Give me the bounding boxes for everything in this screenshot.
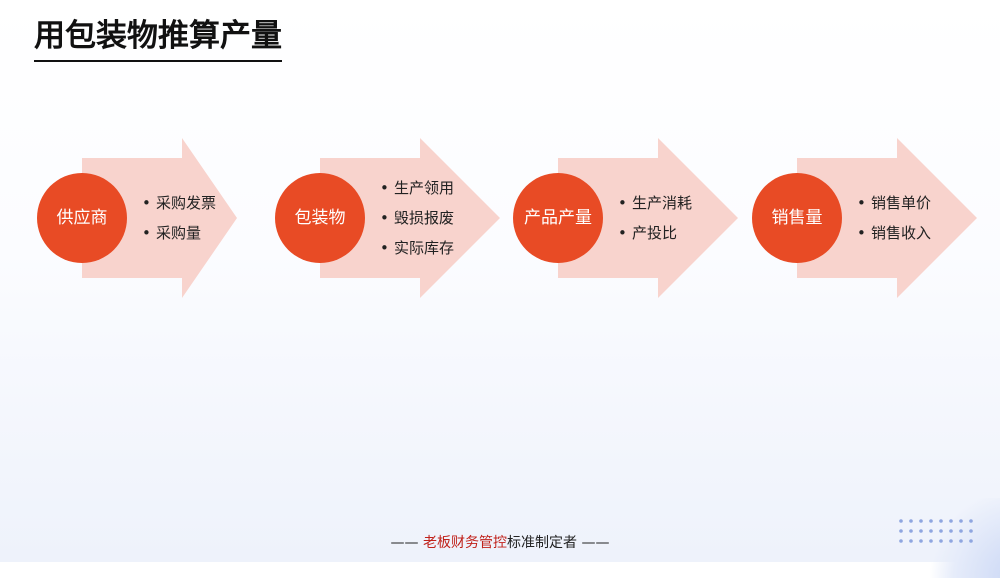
arrow-shape [82,138,237,298]
page-title: 用包装物推算产量 [34,14,282,62]
bullet-item: •毁损报废 [380,209,455,227]
stage-circle: 包装物 [275,173,365,263]
footer-accent: 老板财务管控 [423,535,507,551]
stage-sales-volume: 销售量 •销售单价 •销售收入 [752,138,992,298]
stage-circle: 产品产量 [513,173,603,263]
stage-bullets: •销售单价 •销售收入 [857,138,931,298]
bullet-item: •采购发票 [142,194,217,212]
stage-product-output: 产品产量 •生产消耗 •产投比 [513,138,753,298]
footer-slogan: —— 老板财务管控标准制定者 —— [390,535,610,551]
bullet-item: •实际库存 [380,239,455,257]
stage-supplier: 供应商 •采购发票 •采购量 [37,138,277,298]
bullet-item: •生产消耗 [618,194,693,212]
stage-circle: 供应商 [37,173,127,263]
stage-bullets: •生产消耗 •产投比 [618,138,692,298]
stage-circle: 销售量 [752,173,842,263]
arrow-shape [797,138,977,298]
bullet-item: •生产领用 [380,179,455,197]
dot-grid-decoration [899,519,973,543]
bullet-item: •销售单价 [857,194,932,212]
bullet-item: •销售收入 [857,224,932,242]
arrow-shape [558,138,738,298]
arrow-shape [320,138,500,298]
stage-bullets: •采购发票 •采购量 [142,138,216,298]
bullet-item: •采购量 [142,224,202,242]
stage-bullets: •生产领用 •毁损报废 •实际库存 [380,138,454,298]
bullet-item: •产投比 [618,224,678,242]
stage-packaging: 包装物 •生产领用 •毁损报废 •实际库存 [275,138,515,298]
